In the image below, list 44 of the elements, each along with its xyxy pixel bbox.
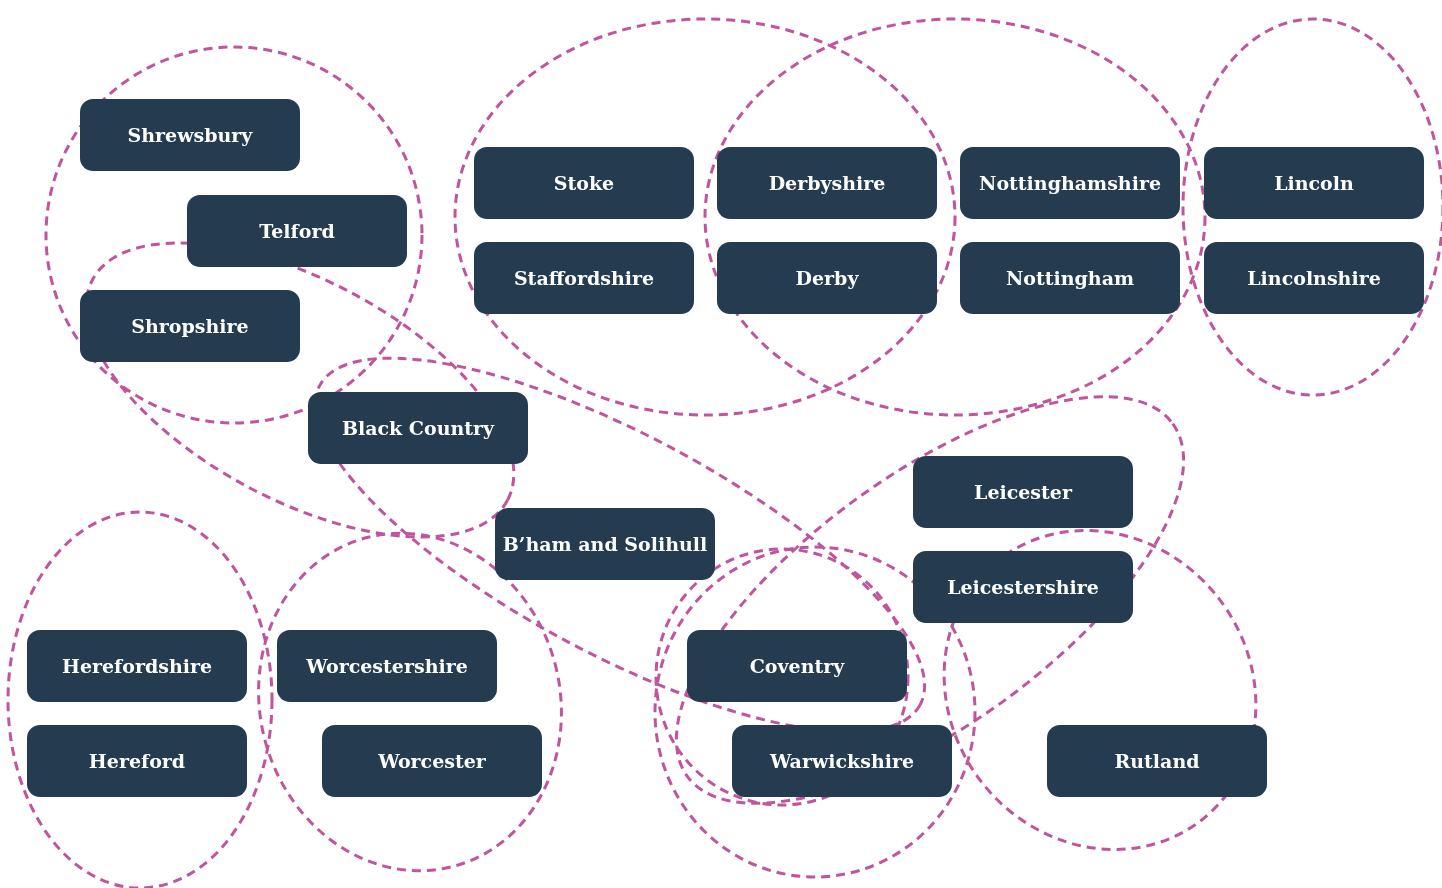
region-box — [960, 242, 1180, 314]
region-name: Black Country — [341, 417, 495, 439]
region-box — [322, 725, 542, 797]
region-box — [1047, 725, 1267, 797]
region-box — [1204, 242, 1424, 314]
region-box — [1204, 147, 1424, 219]
region-name: Nottinghamshire — [979, 172, 1161, 194]
region-name: Coventry — [749, 655, 845, 677]
region-box — [474, 242, 694, 314]
region-name: B’ham and Solihull — [502, 533, 708, 555]
region-box — [80, 99, 300, 171]
region-box — [308, 392, 528, 464]
region-box — [277, 630, 497, 702]
region-name: Shrewsbury — [127, 124, 253, 146]
region-name: Hereford — [88, 750, 186, 772]
region-name: Lincolnshire — [1247, 267, 1381, 289]
region-name: Stoke — [553, 172, 615, 194]
region-name: Lincoln — [1274, 172, 1354, 194]
region-name: Leicestershire — [947, 576, 1099, 598]
region-box — [960, 147, 1180, 219]
region-name: Herefordshire — [61, 655, 213, 677]
region-name: Worcestershire — [306, 655, 468, 677]
region-box — [80, 290, 300, 362]
region-name: Derbyshire — [768, 172, 886, 194]
region-box — [495, 508, 715, 580]
region-name: Derby — [795, 267, 859, 289]
region-box — [474, 147, 694, 219]
region-box — [732, 725, 952, 797]
region-name: Staffordshire — [513, 267, 655, 289]
region-name: Warwickshire — [769, 750, 915, 772]
region-box — [187, 195, 407, 267]
region-box — [27, 630, 247, 702]
region-box — [687, 630, 907, 702]
region-name: Nottingham — [1005, 267, 1135, 289]
region-box — [913, 456, 1133, 528]
region-box — [717, 242, 937, 314]
region-box — [717, 147, 937, 219]
region-name: Shropshire — [131, 315, 249, 337]
region-box — [913, 551, 1133, 623]
region-name: Rutland — [1114, 750, 1200, 772]
region-box — [27, 725, 247, 797]
region-name: Leicester — [974, 481, 1072, 503]
region-name: Telford — [259, 220, 335, 242]
region-name: Worcester — [378, 750, 486, 772]
